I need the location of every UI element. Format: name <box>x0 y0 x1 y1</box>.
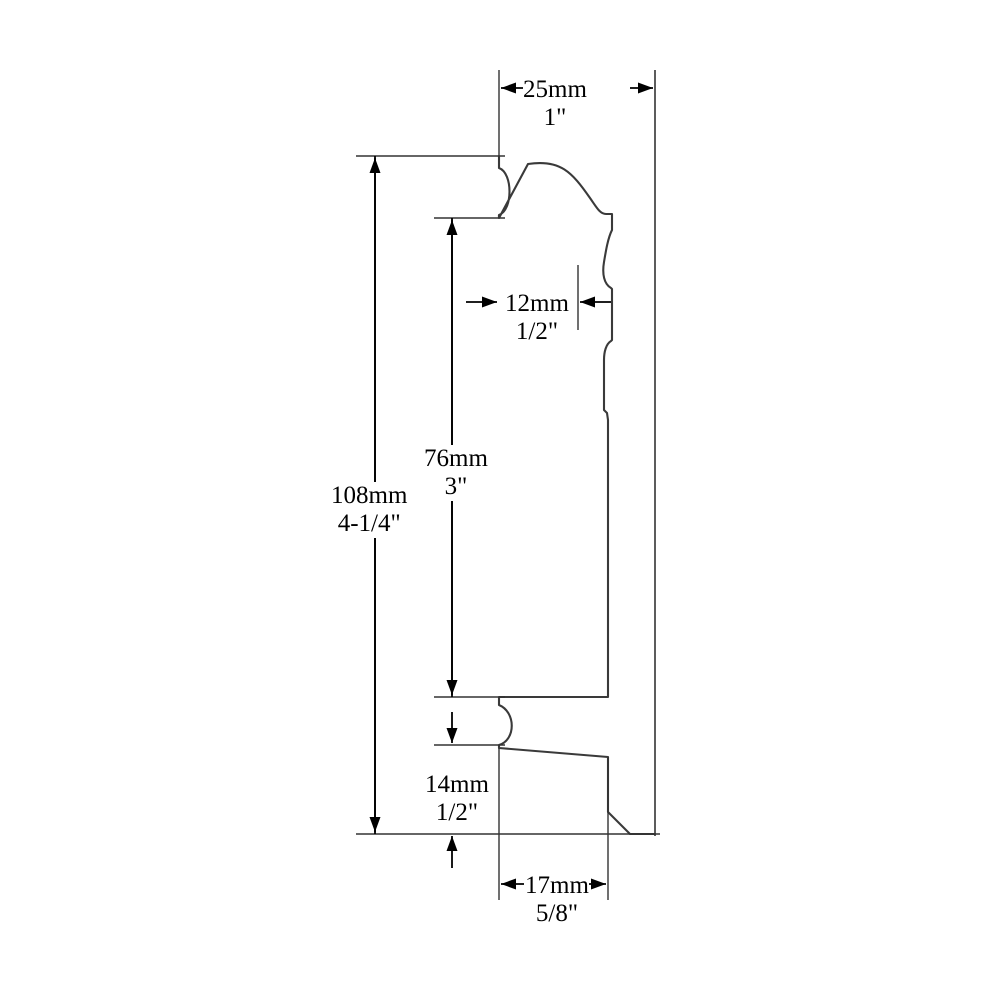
dimension-label-108mm: 108mm 4-1/4" <box>331 482 408 538</box>
dimension-label-25mm-metric: 25mm <box>523 76 587 103</box>
dimension-label-76mm: 76mm 3" <box>424 445 488 501</box>
dimension-label-14mm: 14mm 1/2" <box>425 771 489 827</box>
dimension-label-76mm-metric: 76mm <box>424 445 488 472</box>
molding-profile-outline <box>497 154 657 836</box>
dimension-label-14mm-metric: 14mm <box>425 771 489 798</box>
dimension-label-12mm-imperial: 1/2" <box>515 318 559 345</box>
dimension-label-17mm-imperial: 5/8" <box>535 900 579 927</box>
dimension-label-17mm: 17mm 5/8" <box>525 872 589 928</box>
dimension-label-108mm-imperial: 4-1/4" <box>337 510 401 537</box>
dimension-label-14mm-imperial: 1/2" <box>435 799 479 826</box>
dimension-label-25mm-imperial: 1" <box>543 104 567 131</box>
dimension-label-76mm-imperial: 3" <box>444 473 468 500</box>
dimension-label-17mm-metric: 17mm <box>525 872 589 899</box>
dimension-label-12mm-metric: 12mm <box>505 290 569 317</box>
dimension-label-108mm-metric: 108mm <box>331 482 408 509</box>
dimension-label-25mm: 25mm 1" <box>523 76 587 132</box>
dimension-label-12mm: 12mm 1/2" <box>505 290 569 346</box>
